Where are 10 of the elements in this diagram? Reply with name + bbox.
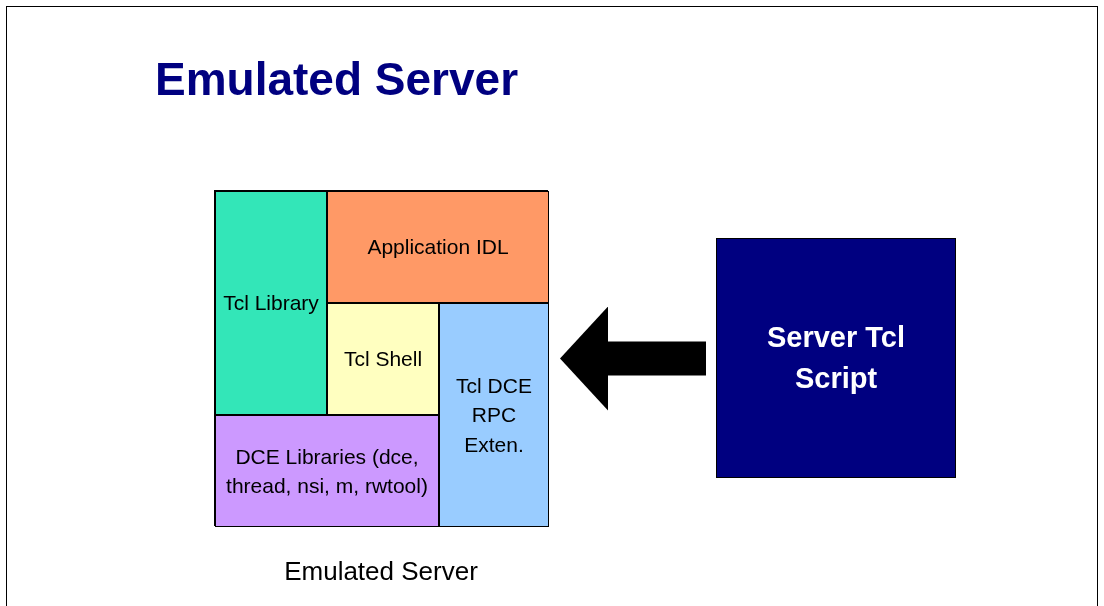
arrow [560,306,706,411]
node-label: Emulated Server [284,556,478,587]
layer-block: Tcl Library [215,191,327,415]
slide-title: Emulated Server [155,52,519,106]
layer-block: DCE Libraries (dce, thread, nsi, m, rwtool) [215,415,439,527]
layer-block: Tcl DCE RPC Exten. [439,303,549,527]
layer-block: Application IDL [327,191,549,303]
script-box: Server Tcl Script [716,238,956,478]
layer-block: Tcl Shell [327,303,439,415]
server-stack [214,190,548,526]
